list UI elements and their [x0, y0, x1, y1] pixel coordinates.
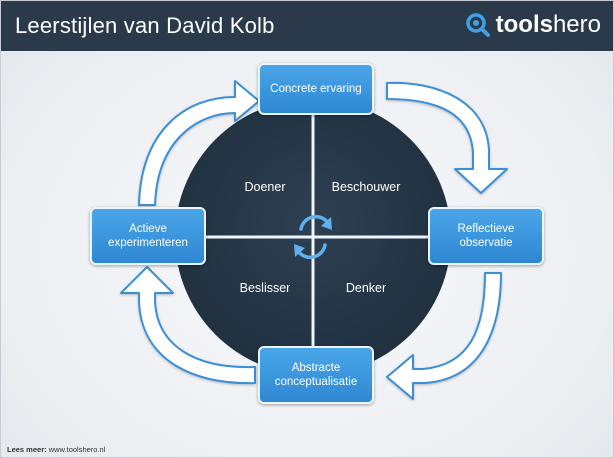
- arrow-top-to-right: [386, 81, 508, 194]
- quadrant-label-doener: Doener: [244, 180, 286, 194]
- quadrant-label-denker: Denker: [345, 281, 387, 295]
- footer-label: Lees meer:: [7, 445, 47, 454]
- footer-link[interactable]: www.toolshero.nl: [48, 445, 106, 454]
- page-title: Leerstijlen van David Kolb: [15, 13, 275, 38]
- stage-concrete-ervaring: Concrete ervaring: [258, 63, 374, 115]
- arrow-right-to-bottom: [386, 272, 502, 400]
- stage-reflectieve-observatie: Reflectieve observatie: [428, 207, 544, 265]
- brand-name-bold: tools: [495, 11, 553, 38]
- stage-abstracte-conceptualisatie: Abstracte conceptualisatie: [258, 346, 374, 404]
- arrow-bottom-to-left: [120, 266, 256, 385]
- quadrant-label-beslisser: Beslisser: [239, 281, 291, 295]
- stage-actieve-experimenteren: Actieve experimenteren: [90, 207, 206, 265]
- brand-name-light: hero: [552, 11, 601, 38]
- quadrant-label-beschouwer: Beschouwer: [331, 180, 401, 194]
- footer-read-more: Lees meer: www.toolshero.nl: [7, 445, 105, 454]
- cycle-arrows-icon: [294, 214, 332, 260]
- magnifier-icon: [465, 13, 490, 37]
